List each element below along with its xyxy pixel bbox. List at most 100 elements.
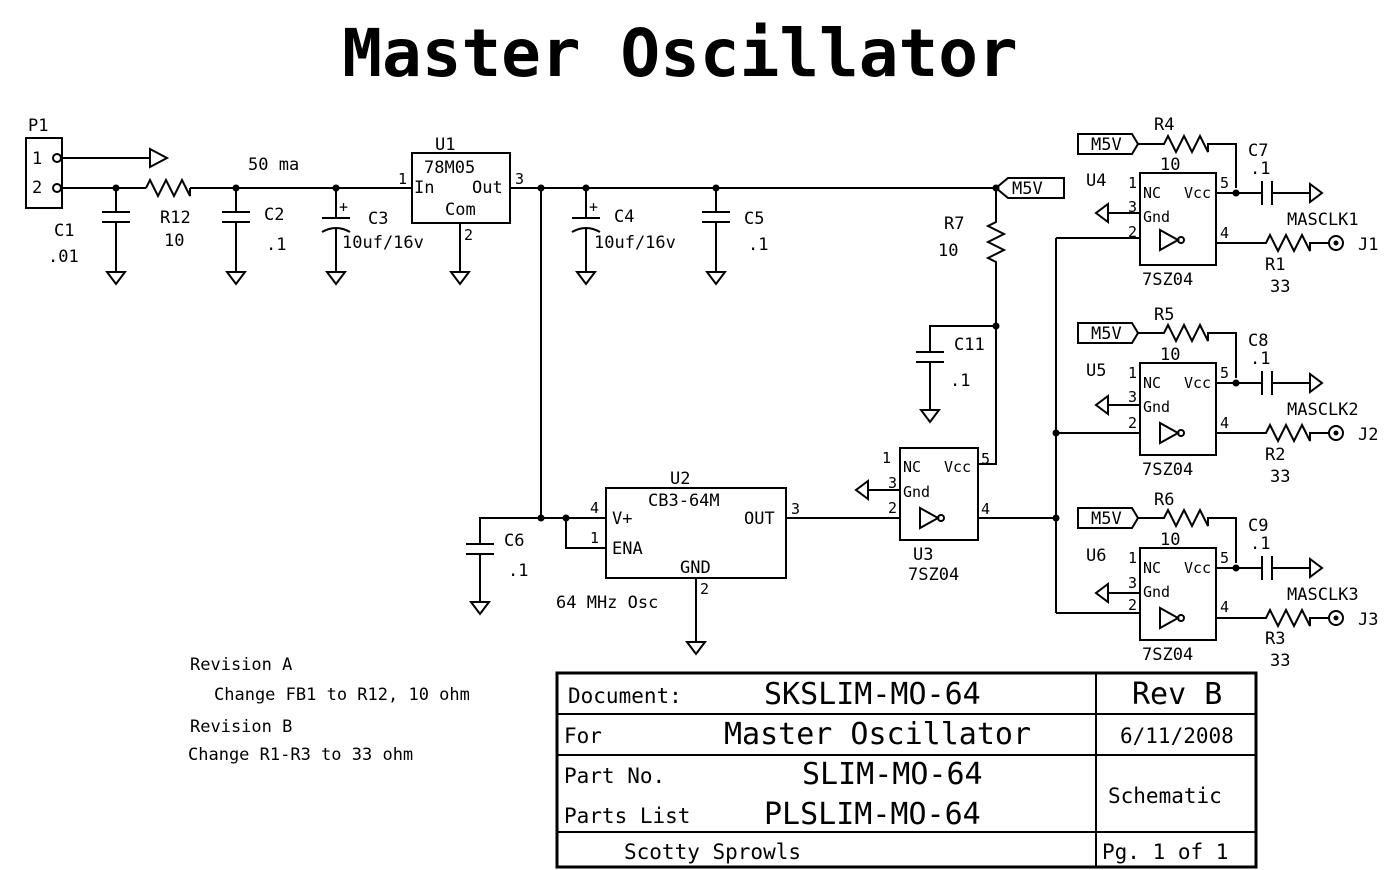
u6-pin-gnd: Gnd [1143,583,1170,601]
u6-pin-number: 1 [1128,549,1137,567]
inverter-u6: M5V R6 10 NC Vcc Gnd 1 3 2 4 5 U6 7SZ04 … [1077,490,1378,671]
u4-pin-number: 3 [1128,198,1137,216]
c8-ref: C8 [1248,331,1268,351]
r3-value: 33 [1270,651,1290,671]
svg-text:+: + [339,198,348,216]
u5-pin-vcc: Vcc [1184,374,1211,392]
u1-pin-in: In [414,178,434,198]
c7-value: .1 [1250,159,1270,179]
r12-ref: R12 [160,208,191,228]
page-number: Pg. 1 of 1 [1102,840,1228,864]
u2-pin-number: 3 [791,500,800,518]
r3-ref: R3 [1265,629,1285,649]
m5v-label: M5V [1091,324,1122,344]
j2-ref: J2 [1358,425,1378,445]
m5v-label: M5V [1091,135,1122,155]
revision-a-text: Change FB1 to R12, 10 ohm [214,685,470,705]
c3-value: 10uf/16v [342,233,424,253]
r6-ref: R6 [1154,490,1174,510]
power-flag-arrow [61,147,170,169]
u1-pin-number: 2 [464,226,473,244]
capacitor-c3: + C3 10uf/16v [321,188,424,285]
power-flag-m5v: M5V [994,177,1065,199]
title-block: Document: SKSLIM-MO-64 Rev B For Master … [555,671,1258,869]
u3-pin-number: 4 [981,500,990,518]
u1-ref: U1 [435,135,455,155]
c9-value: .1 [1250,534,1270,554]
u4-pin-number: 1 [1128,174,1137,192]
j1-ref: J1 [1358,235,1378,255]
j2-net: MASCLK2 [1287,400,1359,420]
revision-b-title: Revision B [190,717,292,737]
capacitor-c11: C11 .1 [916,325,996,423]
c2-value: .1 [266,235,286,255]
c7-ref: C7 [1248,141,1268,161]
u4-pin-number: 2 [1128,223,1137,241]
u3-part: 7SZ04 [908,565,959,585]
part-label: Part No. [564,764,665,788]
u2-pin-number: 4 [590,499,599,517]
u3-pin-number: 2 [888,499,897,517]
j1-net: MASCLK1 [1287,210,1359,230]
revision-notes: Revision A Change FB1 to R12, 10 ohm Rev… [188,655,470,765]
p1-ref: P1 [28,116,48,136]
r5-value: 10 [1160,345,1180,365]
document-label: Document: [568,684,682,708]
u1-pin-com: Com [445,200,476,220]
p1-pin2: 2 [32,178,42,198]
u1-pin-number: 3 [515,170,524,188]
c11-value: .1 [950,371,970,391]
u2-part: CB3-64M [648,491,720,511]
u5-pin-number: 3 [1128,388,1137,406]
u4-pin-vcc: Vcc [1184,184,1211,202]
u3-pin-vcc: Vcc [944,458,971,476]
capacitor-c6: C6 .1 [466,514,545,615]
u6-pin-number: 2 [1128,596,1137,614]
u4-part: 7SZ04 [1142,270,1193,290]
c5-ref: C5 [744,209,764,229]
oscillator-u2: U2 CB3-64M V+ ENA OUT GND 4 1 3 2 64 MHz… [541,469,800,655]
r7-value: 10 [938,241,958,261]
page-title: Master Oscillator [342,15,1018,92]
for-label: For [564,724,602,748]
c1-value: .01 [48,247,79,267]
revision-id: Rev B [1132,677,1222,712]
u6-pin-number: 4 [1220,598,1229,616]
p1-pin1: 1 [32,149,42,169]
document-number: SKSLIM-MO-64 [764,677,981,712]
regulator-u1: U1 78M05 In Out Com 1 3 2 [398,135,524,285]
r1-value: 33 [1270,277,1290,297]
c3-ref: C3 [368,209,388,229]
parts-list-label: Parts List [564,804,690,828]
r4-ref: R4 [1154,115,1174,135]
u5-pin-number: 4 [1220,414,1229,432]
r7-ref: R7 [944,214,964,234]
u2-note: 64 MHz Osc [556,593,658,613]
u3-ref: U3 [913,545,933,565]
r6-value: 10 [1160,530,1180,550]
c4-ref: C4 [614,207,634,227]
r2-value: 33 [1270,467,1290,487]
u5-pin-number: 1 [1128,364,1137,382]
u5-pin-nc: NC [1143,374,1161,392]
capacitor-c1: C1 .01 [48,188,130,285]
c6-value: .1 [508,561,528,581]
u2-pin-number: 2 [700,580,709,598]
j3-ref: J3 [1358,610,1378,630]
u5-pin-number: 5 [1220,364,1229,382]
current-note: 50 ma [248,155,299,175]
u4-pin-nc: NC [1143,184,1161,202]
c2-ref: C2 [264,205,284,225]
parts-list-number: PLSLIM-MO-64 [764,797,981,832]
capacitor-c5: C5 .1 [702,188,768,285]
revision-b-text: Change R1-R3 to 33 ohm [188,745,413,765]
u6-pin-nc: NC [1143,559,1161,577]
c11-ref: C11 [954,335,985,355]
u6-pin-number: 5 [1220,549,1229,567]
u6-part: 7SZ04 [1142,645,1193,665]
r1-ref: R1 [1265,255,1285,275]
for-value: Master Oscillator [724,717,1031,752]
r4-value: 10 [1160,155,1180,175]
u3-pin-number: 5 [981,450,990,468]
